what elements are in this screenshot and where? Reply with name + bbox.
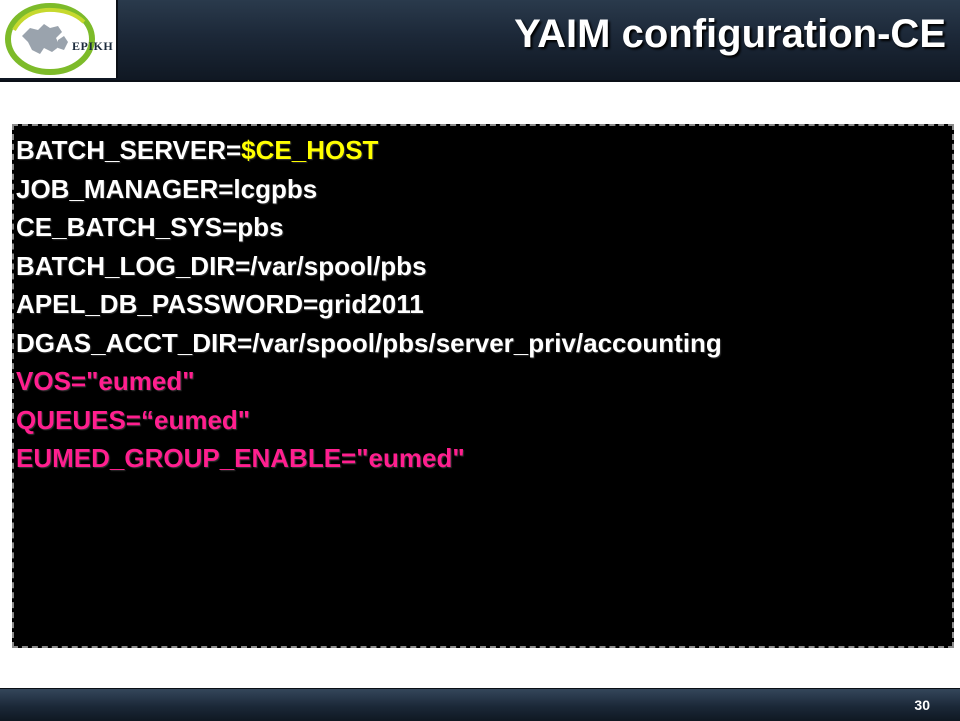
- config-line: JOB_MANAGER=lcgpbs: [16, 170, 952, 209]
- page-title: YAIM configuration-CE: [514, 12, 946, 56]
- config-text: EUMED_GROUP_ENABLE="eumed": [16, 443, 465, 473]
- config-text: QUEUES=“eumed": [16, 404, 251, 435]
- config-line: BATCH_SERVER=$CE_HOST: [16, 131, 952, 170]
- config-text: DGAS_ACCT_DIR=/var/spool/pbs/server_priv…: [16, 327, 722, 358]
- epikh-logo: EPIKH: [0, 0, 118, 78]
- config-text: $CE_HOST: [241, 135, 379, 165]
- config-line: APEL_DB_PASSWORD=grid2011: [16, 285, 952, 324]
- config-text: APEL_DB_PASSWORD=grid2011: [16, 289, 424, 319]
- config-text: JOB_MANAGER=lcgpbs: [16, 173, 318, 204]
- config-line: BATCH_LOG_DIR=/var/spool/pbs: [16, 247, 952, 286]
- config-line: EUMED_GROUP_ENABLE="eumed": [16, 439, 952, 478]
- slide-header: EPIKH YAIM configuration-CE: [0, 0, 960, 82]
- logo-text: EPIKH: [72, 39, 114, 53]
- config-line: CE_BATCH_SYS=pbs: [16, 208, 952, 247]
- slide-footer: 30: [0, 688, 960, 721]
- config-line: DGAS_ACCT_DIR=/var/spool/pbs/server_priv…: [16, 324, 952, 363]
- config-line: QUEUES=“eumed": [16, 401, 952, 440]
- globe-logo-icon: [5, 3, 95, 75]
- config-text: BATCH_LOG_DIR=/var/spool/pbs: [16, 250, 427, 281]
- page-number: 30: [914, 697, 930, 713]
- config-text: VOS="eumed": [16, 366, 195, 396]
- config-text: CE_BATCH_SYS=pbs: [16, 212, 284, 242]
- config-line: VOS="eumed": [16, 362, 952, 401]
- config-text: BATCH_SERVER=: [16, 135, 242, 165]
